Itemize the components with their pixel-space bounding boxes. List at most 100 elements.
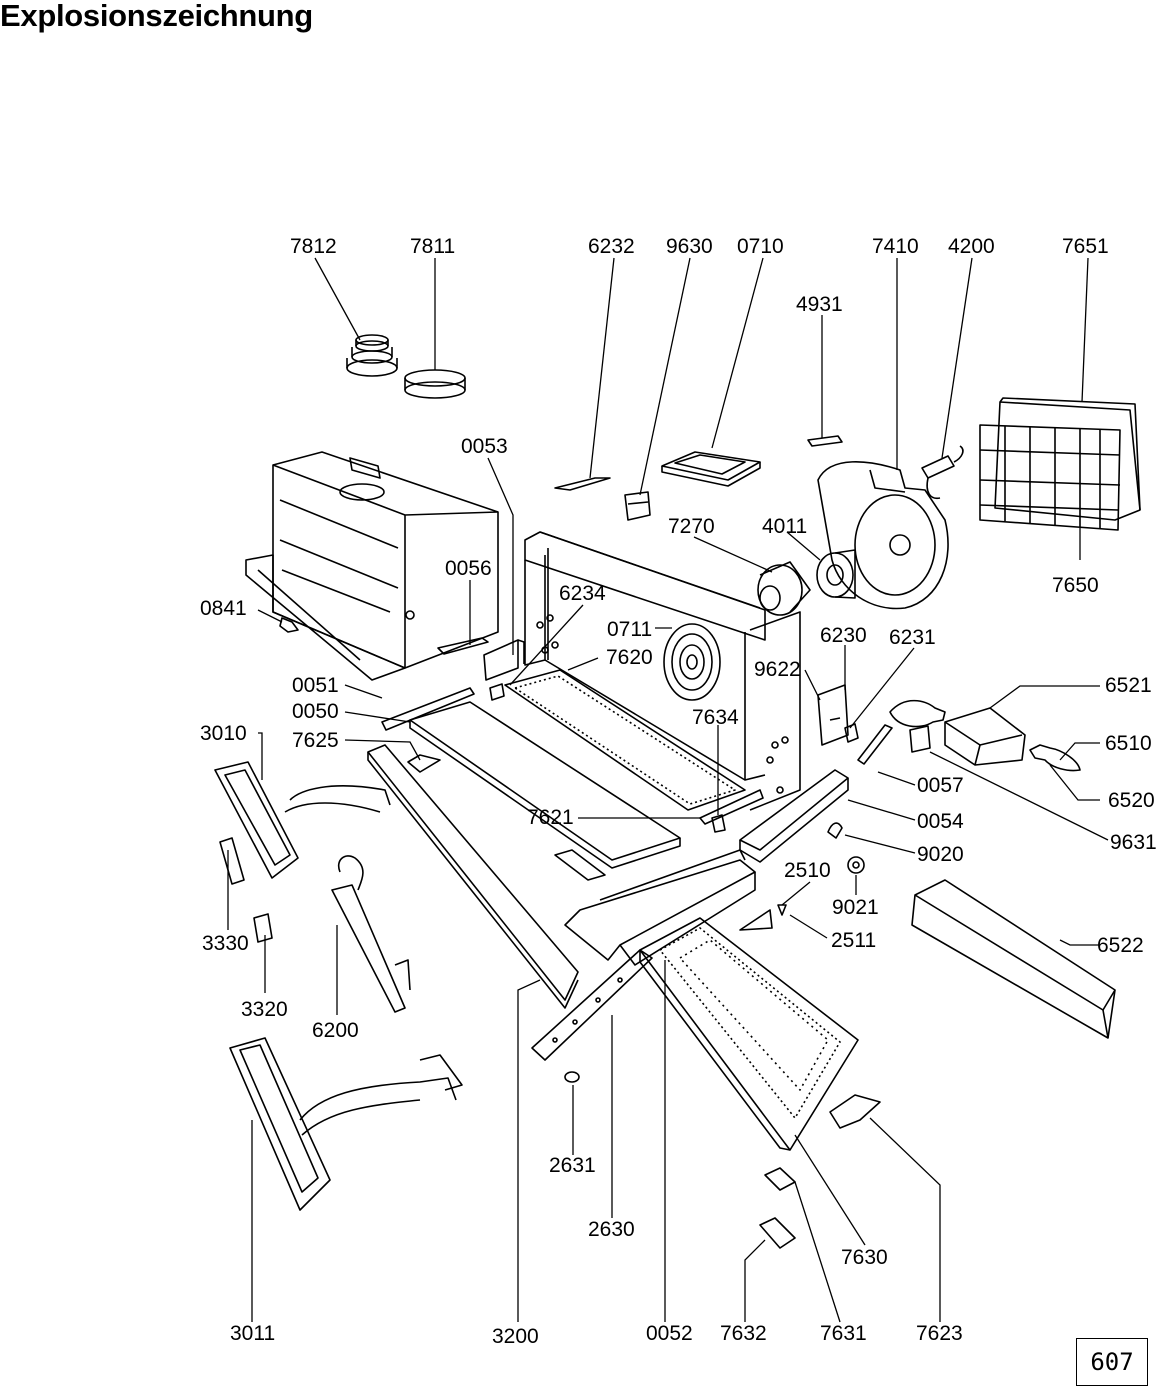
label-0057: 0057	[917, 774, 964, 797]
part-4931-clip	[807, 435, 843, 447]
label-0710: 0710	[737, 235, 784, 258]
label-0054: 0054	[917, 810, 964, 833]
part-6521-lamp-holder	[944, 707, 1026, 766]
part-7634-clip	[711, 814, 726, 833]
label-0052: 0052	[646, 1322, 693, 1345]
label-6230: 6230	[820, 624, 867, 647]
part-2630-slide-rail	[531, 949, 653, 1061]
part-0057-strip	[857, 724, 893, 765]
part-6230-bracket	[817, 684, 849, 746]
part-4200-capacitor	[921, 445, 964, 500]
label-6231: 6231	[889, 626, 936, 649]
part-9630-switch	[624, 491, 651, 521]
label-7632: 7632	[720, 1322, 767, 1345]
part-3011-handle	[229, 1037, 463, 1211]
part-7650-filter	[979, 424, 1121, 531]
label-7650: 7650	[1052, 574, 1099, 597]
label-0053: 0053	[461, 435, 508, 458]
label-6200: 6200	[312, 1019, 359, 1042]
part-9020-clip	[827, 822, 843, 839]
label-7630: 7630	[841, 1246, 888, 1269]
label-7620: 7620	[606, 646, 653, 669]
label-7623: 7623	[916, 1322, 963, 1345]
part-7625-clip	[407, 754, 441, 773]
label-0051: 0051	[292, 674, 339, 697]
part-7811-ring	[404, 369, 466, 399]
part-6522-cover	[911, 879, 1116, 1039]
part-7621-rail	[699, 789, 764, 825]
label-4931: 4931	[796, 293, 843, 316]
label-6510: 6510	[1105, 732, 1152, 755]
label-4011: 4011	[762, 515, 807, 538]
label-7625: 7625	[292, 729, 339, 752]
leader-lines	[227, 257, 1109, 1323]
label-0711: 0711	[607, 618, 652, 641]
label-2511: 2511	[831, 929, 876, 952]
label-3330: 3330	[202, 932, 249, 955]
label-9622: 9622	[754, 658, 801, 681]
part-7632-clip	[759, 1217, 796, 1249]
label-7410: 7410	[872, 235, 919, 258]
part-0050-tray	[409, 701, 681, 881]
label-7651: 7651	[1062, 235, 1109, 258]
label-3011: 3011	[230, 1322, 275, 1345]
label-3320: 3320	[241, 998, 288, 1021]
part-2631-cap	[564, 1071, 580, 1083]
part-7630-front-panel	[639, 917, 859, 1151]
part-housing-box	[245, 451, 499, 681]
part-0052-frame	[564, 849, 756, 966]
label-2630: 2630	[588, 1218, 635, 1241]
label-6232: 6232	[588, 235, 635, 258]
part-0710-grille	[661, 451, 761, 487]
label-9630: 9630	[666, 235, 713, 258]
label-7634: 7634	[692, 706, 739, 729]
label-9021: 9021	[832, 896, 879, 919]
part-2510-plate	[739, 909, 773, 931]
label-7621: 7621	[527, 806, 574, 829]
label-3010: 3010	[200, 722, 247, 745]
part-6232-clip	[554, 477, 611, 491]
part-3200-rail	[367, 744, 579, 1009]
part-7620-grease-filter	[504, 669, 746, 811]
part-7812-duct-collar	[346, 334, 398, 377]
label-6522: 6522	[1097, 934, 1144, 957]
part-0056-strip	[437, 637, 489, 655]
label-2510: 2510	[784, 859, 831, 882]
part-7410-fan-housing	[817, 461, 949, 610]
part-3330-switch	[219, 837, 245, 885]
part-main-chassis	[524, 531, 801, 811]
part-9631-switch	[909, 725, 931, 753]
page-number-box: 607	[1076, 1338, 1148, 1386]
label-6520: 6520	[1108, 789, 1155, 812]
part-0054-rail	[739, 769, 849, 863]
label-9020: 9020	[917, 843, 964, 866]
part-7651-filter-frame	[994, 397, 1141, 521]
part-0053-bracket	[483, 639, 525, 681]
part-3010-handle	[214, 761, 391, 879]
part-0051-strip	[381, 687, 475, 731]
part-6510-bulb-left	[889, 699, 946, 728]
part-9021-nut	[847, 856, 865, 874]
label-4200: 4200	[948, 235, 995, 258]
part-2511-screw	[777, 904, 787, 916]
label-2631: 2631	[549, 1154, 596, 1177]
label-7811: 7811	[410, 235, 455, 258]
part-labels: 7812 7811 6232 9630 0710 7410 4200 7651 …	[200, 235, 1157, 1348]
label-9631: 9631	[1110, 831, 1157, 854]
label-3200: 3200	[492, 1325, 539, 1348]
part-0841-clip	[279, 617, 299, 633]
label-0050: 0050	[292, 700, 339, 723]
part-7631-clip	[764, 1167, 796, 1191]
part-6520-bulb-right	[1029, 744, 1081, 772]
part-3320-switch	[253, 913, 273, 943]
label-0841: 0841	[200, 597, 247, 620]
label-7631: 7631	[820, 1322, 867, 1345]
label-6234: 6234	[559, 582, 606, 605]
part-6234-clip	[489, 683, 505, 701]
part-6200-bracket	[331, 855, 411, 1013]
label-7812: 7812	[290, 235, 337, 258]
label-0056: 0056	[445, 557, 492, 580]
label-6521: 6521	[1105, 674, 1152, 697]
part-0711-grille	[663, 623, 721, 701]
